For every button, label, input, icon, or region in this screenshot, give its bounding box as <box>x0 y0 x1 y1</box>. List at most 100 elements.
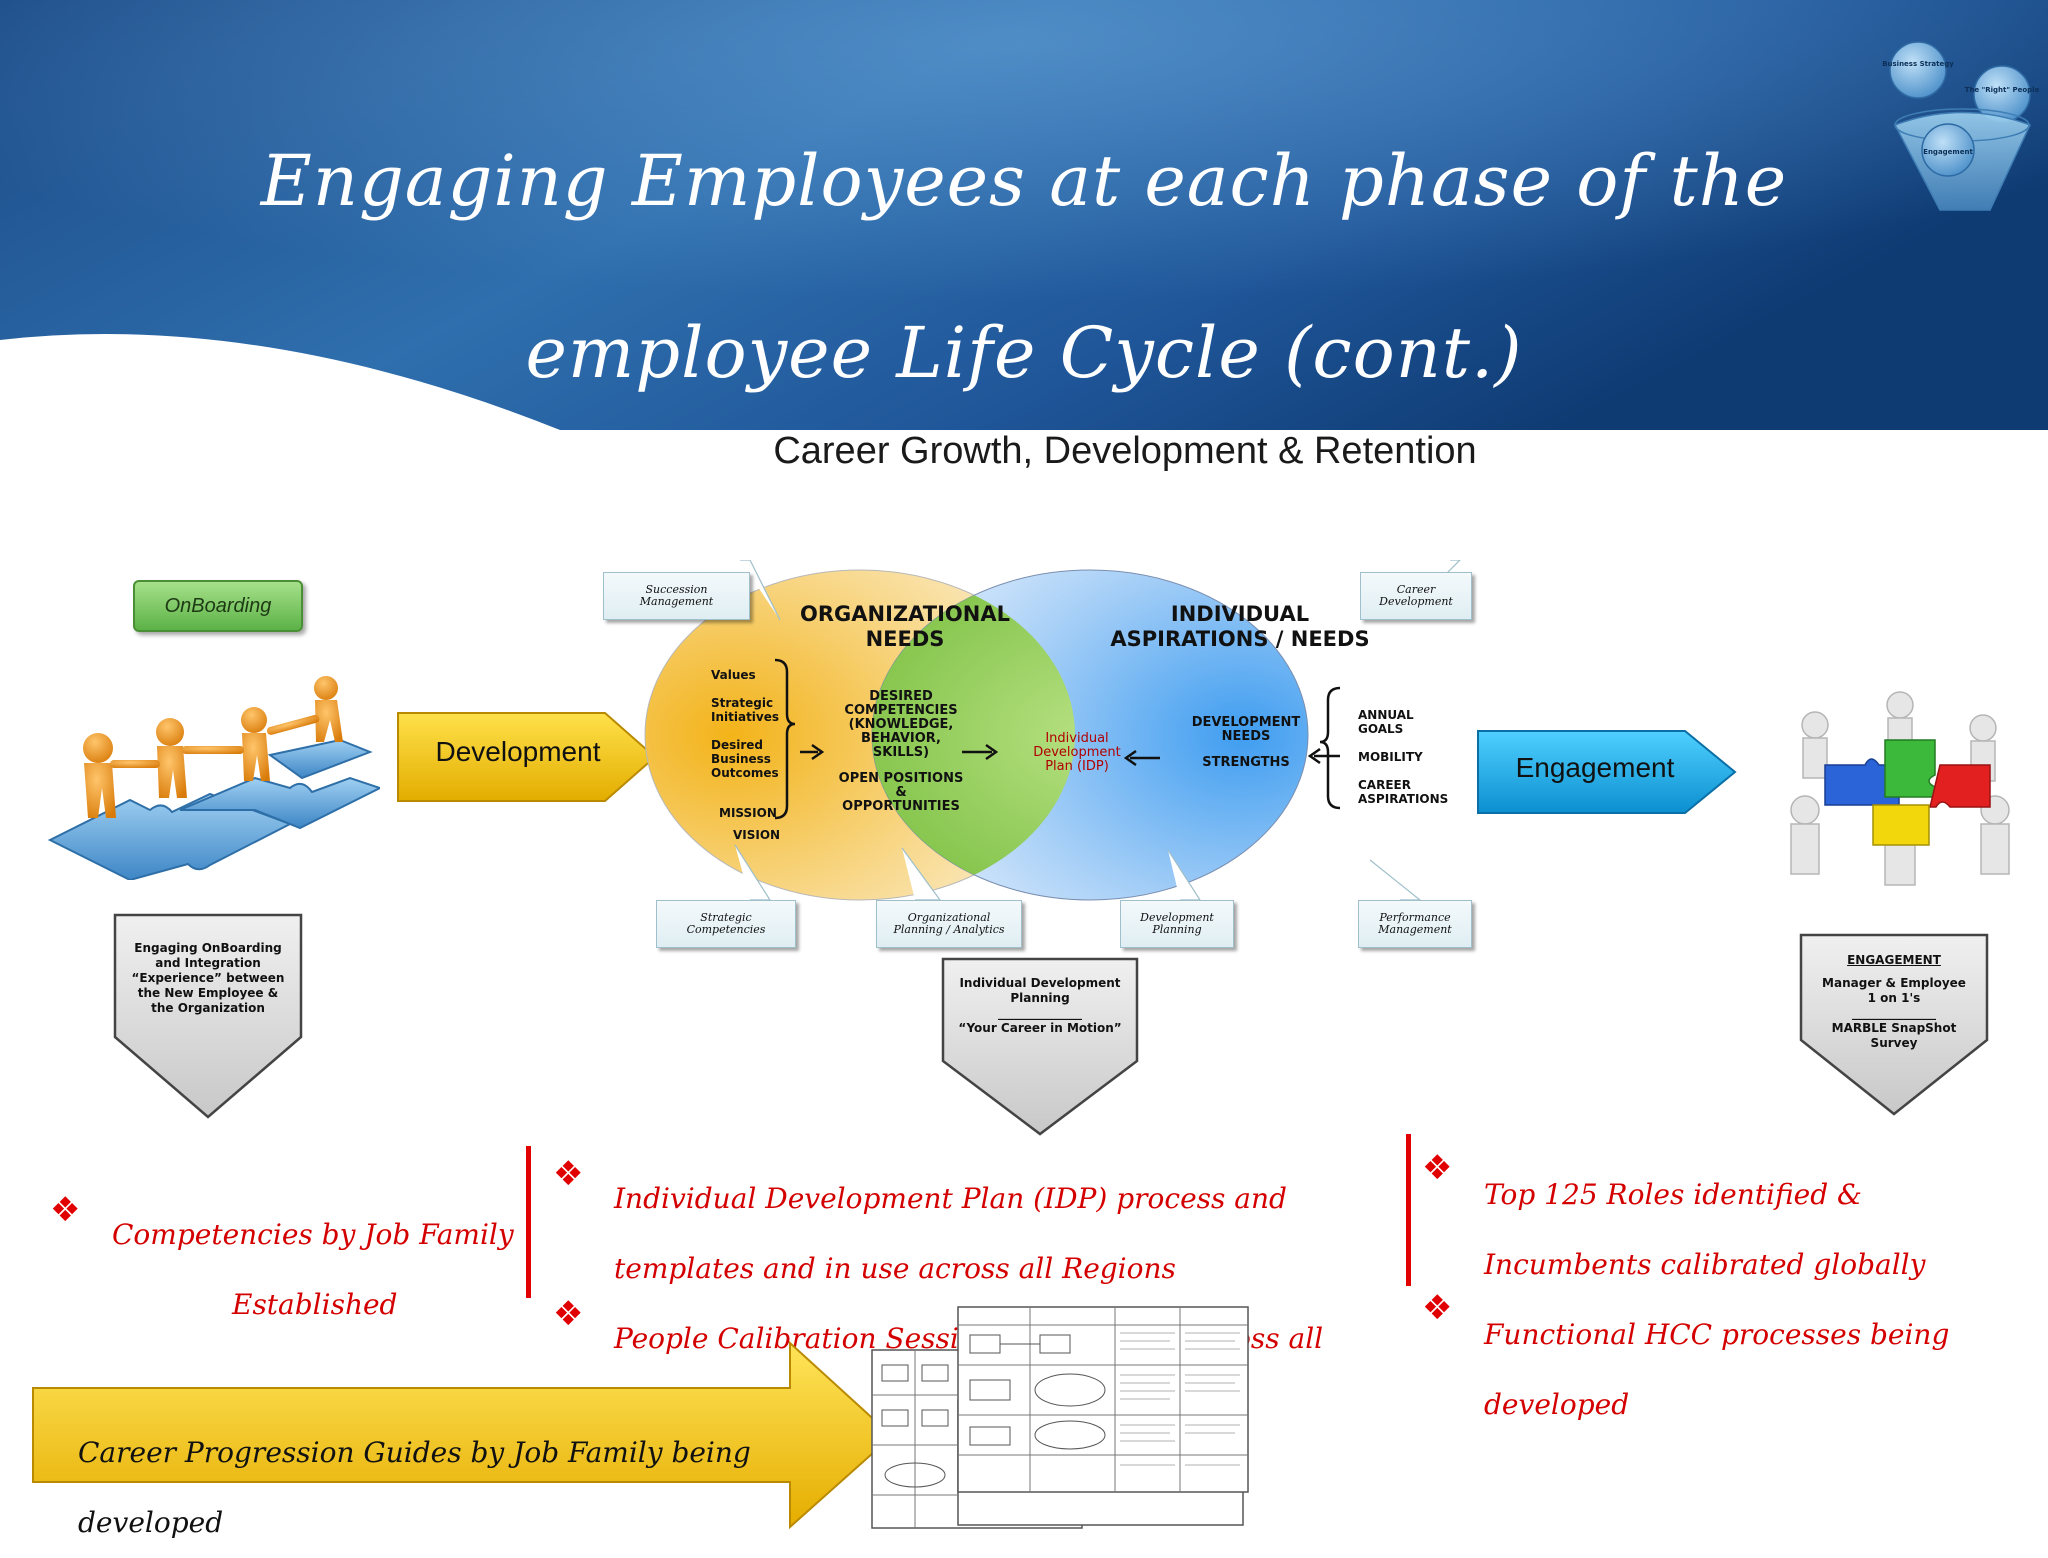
diamond-bullet-icon: ❖ <box>50 1190 81 1230</box>
career-guide-documents <box>871 1306 1249 1529</box>
org-input-values: Values <box>711 668 756 682</box>
engagement-pentagon <box>1799 933 1989 1116</box>
bullet-hcc: Functional HCC processes being developed <box>1484 1300 2024 1440</box>
bullet-idp-line2: templates and in use across all Regions <box>614 1252 1176 1285</box>
title-banner <box>0 0 2048 430</box>
org-needs-heading: ORGANIZATIONAL NEEDS <box>770 602 1040 652</box>
idp-pentagon-line3: ______________ <box>998 1006 1082 1020</box>
career-progression-arrow <box>32 1340 894 1530</box>
diagram-subtitle: Career Growth, Development & Retention <box>773 430 1477 472</box>
idp-center-line3: Plan (IDP) <box>1045 759 1109 774</box>
diamond-bullet-icon: ❖ <box>553 1294 584 1334</box>
callout-dev-planning-line2: Planning <box>1152 923 1202 936</box>
individual-center-line3: STRENGTHS <box>1202 755 1290 770</box>
bullet-top-roles: Top 125 Roles identified & Incumbents ca… <box>1484 1160 2024 1300</box>
engagement-pentagon-line6: Survey <box>1870 1036 1918 1050</box>
individual-center-block: DEVELOPMENT NEEDS STRENGTHS <box>1176 716 1316 770</box>
career-progression-text: Career Progression Guides by Job Family … <box>78 1418 798 1558</box>
org-output-line8: OPPORTUNITIES <box>842 799 960 814</box>
org-input-desired: Desired <box>711 738 764 752</box>
org-needs-heading-line1: ORGANIZATIONAL <box>800 602 1010 626</box>
engagement-pentagon-line3: 1 on 1's <box>1867 991 1921 1005</box>
callout-career-line2: Development <box>1379 595 1453 608</box>
people-puzzle-illustration <box>47 676 380 880</box>
idp-pentagon-line1: Individual Development <box>959 976 1121 990</box>
development-arrow-label: Development <box>435 736 601 767</box>
onboarding-pentagon-line5: the Organization <box>151 1001 265 1015</box>
individual-needs-heading-line1: INDIVIDUAL <box>1170 602 1310 626</box>
logo-circle-text-2: The "Right" People <box>1965 86 2040 94</box>
org-input-mission: MISSION <box>719 806 777 820</box>
callout-succession-line2: Management <box>639 595 714 608</box>
bullet-calibration-tail: oss all <box>1234 1322 1324 1355</box>
org-needs-heading-line2: NEEDS <box>865 627 945 651</box>
development-arrow <box>397 712 657 802</box>
onboarding-button[interactable]: OnBoarding <box>133 580 303 632</box>
callout-dev-planning-line1: Development <box>1140 911 1214 924</box>
career-progression-line2: developed <box>78 1506 224 1539</box>
onboarding-pentagon-line2: and Integration <box>155 956 261 970</box>
engagement-arrow-label: Engagement <box>1515 752 1675 783</box>
org-input-outcomes: Outcomes <box>711 766 779 780</box>
onboarding-pentagon-line3: “Experience” between <box>131 971 285 985</box>
onboarding-pentagon-text: Engaging OnBoarding and Integration “Exp… <box>120 941 296 1016</box>
org-output-line1: DESIRED <box>869 689 933 704</box>
idp-center-label: Individual Development Plan (IDP) <box>1012 732 1142 774</box>
divider-bar-1 <box>526 1146 531 1298</box>
org-input-initiatives: Initiatives <box>711 710 780 724</box>
callout-org-planning-line2: Planning / Analytics <box>893 923 1005 936</box>
org-inputs-list: Values Strategic Initiatives Desired Bus… <box>711 668 791 842</box>
onboarding-pentagon-line4: the New Employee & <box>137 986 279 1000</box>
onboarding-pentagon-line1: Engaging OnBoarding <box>134 941 282 955</box>
bullet-idp-line1: Individual Development Plan (IDP) proces… <box>614 1182 1287 1215</box>
individual-needs-heading-line2: ASPIRATIONS / NEEDS <box>1110 627 1370 651</box>
bullet-hcc-line2: developed <box>1484 1388 1630 1421</box>
onboarding-pentagon <box>113 913 303 1119</box>
individual-center-line2: NEEDS <box>1221 729 1271 744</box>
bullet-idp-process: Individual Development Plan (IDP) proces… <box>614 1164 1374 1304</box>
individual-input-goals: GOALS <box>1358 722 1404 736</box>
venn-diagram <box>644 560 1461 901</box>
engagement-pentagon-text: ENGAGEMENT Manager & Employee 1 on 1's _… <box>1806 953 1982 1051</box>
engagement-pentagon-line4: ______________ <box>1852 1006 1936 1020</box>
engagement-pentagon-line2: Manager & Employee <box>1822 976 1966 990</box>
individual-input-mobility: MOBILITY <box>1358 750 1423 764</box>
logo-circle-text-3: Engagement <box>1923 148 1973 156</box>
idp-pentagon-line2: Planning <box>1010 991 1070 1005</box>
puzzle-team-illustration <box>1790 691 2010 886</box>
bullet-top-roles-line2: Incumbents calibrated globally <box>1484 1248 1926 1281</box>
diamond-bullet-icon: ❖ <box>1422 1148 1453 1188</box>
individual-inputs-list: ANNUAL GOALS MOBILITY CAREER ASPIRATIONS <box>1358 708 1468 806</box>
bullet-competencies-line1: Competencies by Job Family <box>112 1218 514 1251</box>
career-progression-line1: Career Progression Guides by Job Family … <box>78 1436 751 1469</box>
org-output-line3: (KNOWLEDGE, <box>848 717 954 732</box>
strategy-funnel-logo: Business Strategy The "Right" People Eng… <box>1882 41 2040 211</box>
engagement-pentagon-line5: MARBLE SnapShot <box>1831 1021 1957 1035</box>
org-output-line4: BEHAVIOR, <box>861 731 941 746</box>
individual-center-line1: DEVELOPMENT <box>1191 715 1301 730</box>
logo-circle-text-1: Business Strategy <box>1882 60 1954 68</box>
org-input-vision: VISION <box>733 828 781 842</box>
callout-succession-line1: Succession <box>645 583 708 596</box>
idp-center-line1: Individual <box>1045 731 1109 746</box>
individual-input-career: CAREER <box>1358 778 1411 792</box>
org-input-business: Business <box>711 752 771 766</box>
bullet-competencies: Competencies by Job Family Established <box>112 1200 532 1340</box>
callout-performance-line2: Management <box>1378 923 1452 936</box>
title-line-1: Engaging Employees at each phase of the <box>260 140 1788 222</box>
idp-pentagon-text: Individual Development Planning ________… <box>946 976 1134 1036</box>
org-output-line2: COMPETENCIES <box>844 703 958 718</box>
callout-strategic-line2: Competencies <box>686 923 766 936</box>
individual-needs-heading: INDIVIDUAL ASPIRATIONS / NEEDS <box>1080 602 1400 652</box>
individual-input-aspirations: ASPIRATIONS <box>1358 792 1449 806</box>
org-output-line5: SKILLS) <box>872 745 930 760</box>
title-line-2: employee Life Cycle (cont.) <box>525 312 1523 394</box>
callout-performance-line1: Performance <box>1379 911 1451 924</box>
callout-career-line1: Career <box>1396 583 1436 596</box>
org-output-line7: & <box>895 785 907 800</box>
divider-bar-2 <box>1406 1134 1411 1286</box>
